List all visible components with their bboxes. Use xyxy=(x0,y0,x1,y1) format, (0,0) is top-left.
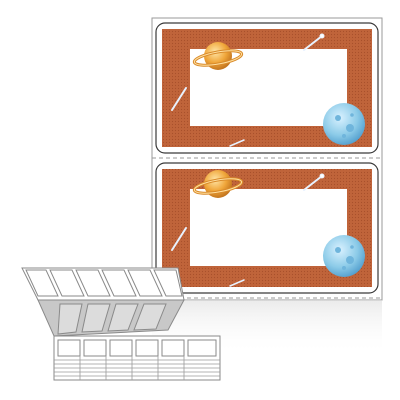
saturn-icon xyxy=(192,170,244,198)
label-bottom-window xyxy=(190,189,347,266)
label-top xyxy=(155,22,379,154)
comet-icon xyxy=(171,173,325,287)
label-bottom xyxy=(155,162,379,294)
blue-moon-icon xyxy=(323,103,365,145)
comet-icon xyxy=(171,33,325,147)
saturn-icon xyxy=(192,42,244,70)
blue-moon-icon xyxy=(323,235,365,277)
fanfold-stack-icon xyxy=(21,267,221,381)
